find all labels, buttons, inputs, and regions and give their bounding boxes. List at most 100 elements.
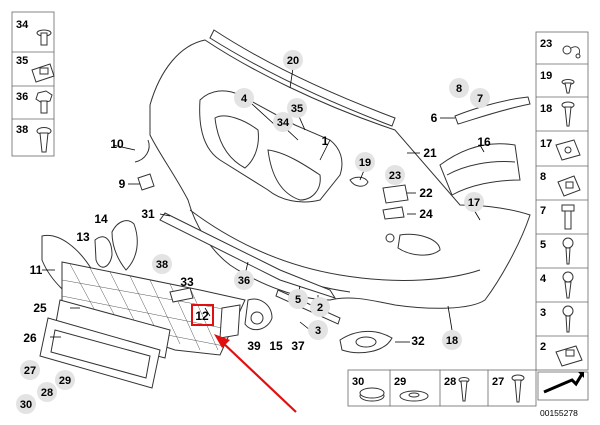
callouts: 20 4 35 34 1 10 9 19 23 21 22 24 16 17 8… [16,50,491,414]
left-sidebar-label-4: 38 [16,124,28,136]
callout-18: 18 [446,335,458,347]
callout-14: 14 [94,212,108,226]
right-sidebar: 23 19 18 17 8 7 5 4 3 2 [535,31,589,371]
bottom-label-1: 30 [352,376,364,388]
hex-bolt-36-icon [35,90,53,114]
callout-27: 27 [24,365,36,377]
grommet-23-icon [562,45,581,59]
red-pointer-arrow [214,334,297,413]
screw-3-icon [562,305,574,333]
callout-10: 10 [110,137,124,151]
callout-20: 20 [287,55,299,67]
callout-24: 24 [419,207,433,221]
left-sidebar-label-3: 36 [16,91,28,103]
clip-8-icon [557,175,581,197]
bracket-24 [382,206,405,220]
screw-27-icon [511,374,525,403]
bottom-label-3: 28 [444,376,456,388]
screw-28-icon [458,377,470,402]
bolt-7-icon [561,204,575,230]
direction-arrow-icon [537,371,589,401]
right-sidebar-label-6: 7 [540,205,546,217]
cover-9 [137,173,155,191]
license-plate-26 [39,317,161,389]
callout-19: 19 [359,157,371,169]
callout-33: 33 [180,275,194,289]
right-sidebar-label-9: 3 [540,307,546,319]
callout-6: 6 [431,111,438,125]
strip-31 [159,212,337,299]
right-sidebar-label-4: 17 [540,138,552,150]
kidney-grille-right [267,149,321,201]
bottom-label-2: 29 [394,376,406,388]
air-duct-16 [439,143,521,196]
callout-15: 15 [269,339,283,353]
left-sidebar-label-1: 34 [16,19,29,31]
kidney-grille-left [214,115,259,169]
plate-base-25 [54,299,171,359]
callout-2: 2 [317,302,323,314]
left-sidebar-label-2: 35 [16,55,28,67]
callout-16: 16 [477,135,491,149]
clip-nut-35-icon [31,63,55,83]
callout-32: 32 [411,334,425,348]
callout-35: 35 [291,103,303,115]
right-sidebar-label-2: 19 [540,70,552,82]
right-sidebar-label-10: 2 [540,341,546,353]
screw-38-icon [36,127,52,153]
callout-30: 30 [20,399,32,411]
callout-22: 22 [419,186,433,200]
part-39 [219,304,241,339]
callout-38: 38 [156,259,168,271]
callout-37: 37 [291,339,305,353]
callout-36: 36 [238,275,250,287]
bracket-22 [382,184,409,204]
callout-28: 28 [41,387,53,399]
bottom-row: 30 29 28 27 00155278 [347,369,589,418]
wire-10 [134,139,150,163]
callout-25: 25 [33,301,47,315]
clip-33 [169,287,194,303]
callout-26: 26 [23,331,37,345]
right-sidebar-label-1: 23 [540,38,552,50]
right-sidebar-frame [535,31,589,371]
callout-29: 29 [59,375,71,387]
callout-7: 7 [477,93,483,105]
callout-12: 12 [195,309,209,323]
callout-31: 31 [141,207,155,221]
right-sidebar-label-8: 4 [540,273,547,285]
callout-17: 17 [468,197,480,209]
bottom-label-4: 27 [492,376,504,388]
document-id: 00155278 [540,408,578,418]
plug-30-icon [359,387,385,402]
bracket-6 [454,96,531,125]
callout-4: 4 [241,93,248,105]
callout-21: 21 [423,146,437,160]
nut-clip-2-icon [555,345,583,367]
grille-14 [111,220,138,271]
screw-18-icon [561,101,575,127]
callout-23: 23 [389,170,401,182]
grille-13 [94,236,113,268]
highlight-box [191,304,214,326]
callout-3: 3 [315,325,321,337]
callout-5: 5 [295,294,301,306]
callout-11: 11 [30,263,43,277]
left-sidebar: 34 35 36 38 [11,11,55,157]
screw-34-icon [36,29,52,46]
screw-5-icon [562,237,574,265]
callout-9: 9 [119,177,126,191]
upper-trim-strip-20 [209,29,396,127]
push-rivet-19-icon [561,79,575,94]
screw-4-icon [562,271,574,299]
right-sidebar-label-3: 18 [540,103,552,115]
grille-surround-4 [199,90,343,203]
right-sidebar-label-5: 8 [540,171,546,183]
callout-8: 8 [456,83,462,95]
callout-1: 1 [322,134,329,148]
fog-cover-32 [339,331,393,354]
right-sidebar-label-7: 5 [540,239,546,251]
washer-29-icon [399,390,429,402]
